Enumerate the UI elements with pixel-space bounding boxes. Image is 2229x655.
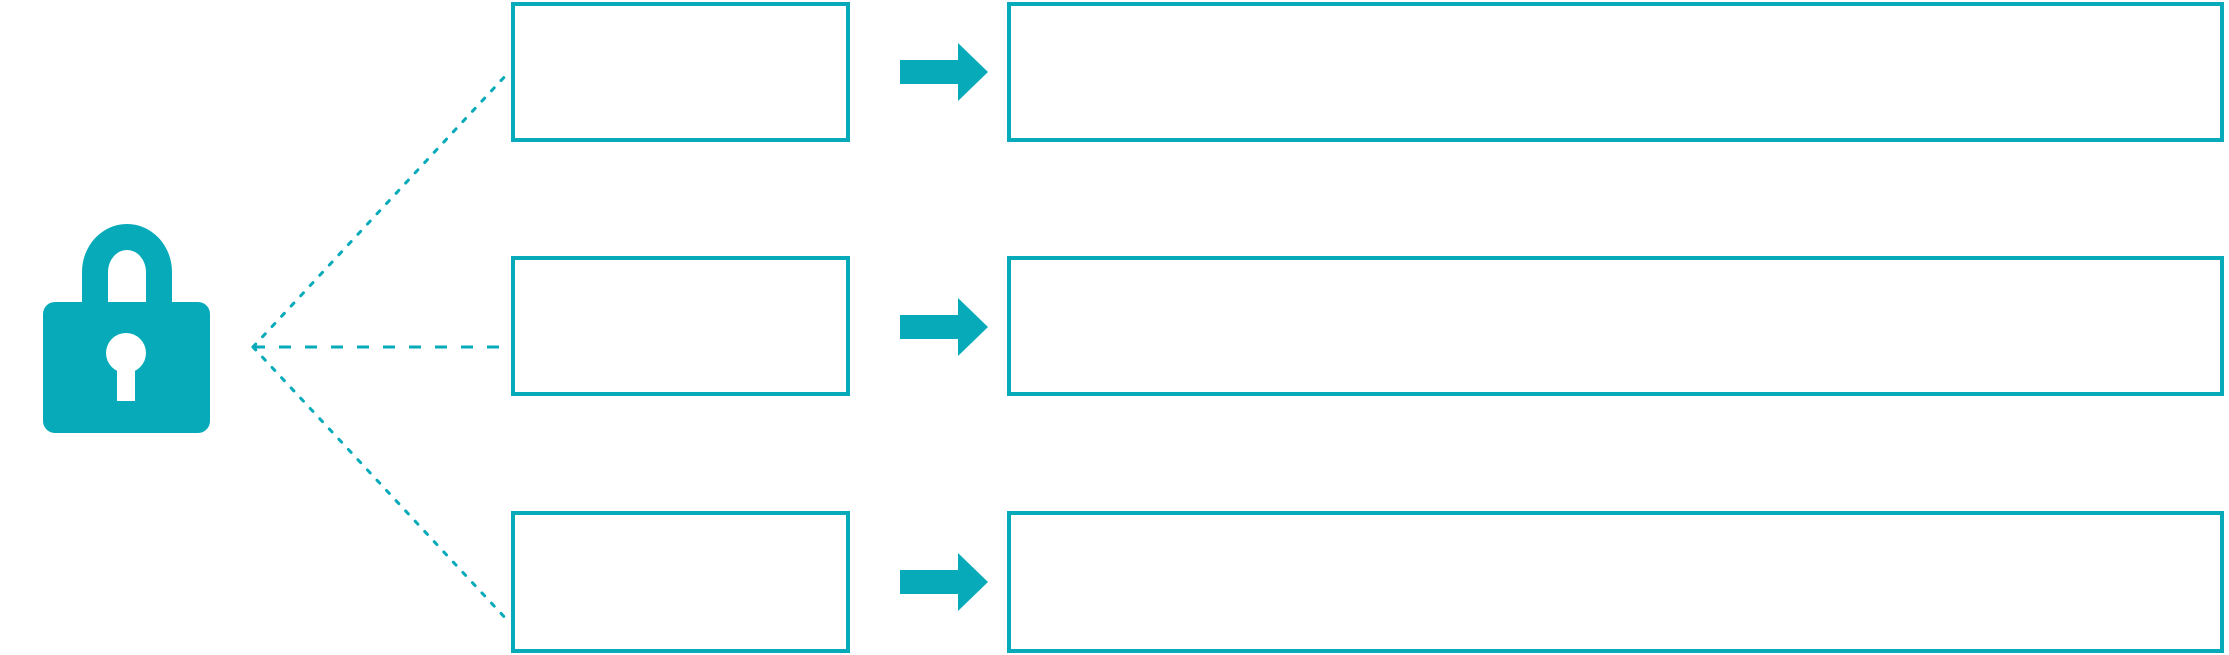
left-box-row-1[interactable]	[511, 2, 850, 142]
left-box-row-2[interactable]	[511, 256, 850, 396]
connector-lines	[251, 70, 511, 624]
connector-to-row-1	[251, 70, 511, 349]
lock-keyhole-stem-icon	[117, 353, 135, 401]
connector-to-row-3	[251, 345, 511, 624]
right-box-row-3[interactable]	[1007, 511, 2224, 653]
lock-icon	[43, 224, 210, 433]
left-box-row-3[interactable]	[511, 511, 850, 653]
arrow-right-icon	[900, 43, 988, 101]
arrow-right-icon	[900, 298, 988, 356]
arrow-right-icon	[900, 553, 988, 611]
right-box-row-2[interactable]	[1007, 256, 2224, 396]
right-box-row-1[interactable]	[1007, 2, 2224, 142]
